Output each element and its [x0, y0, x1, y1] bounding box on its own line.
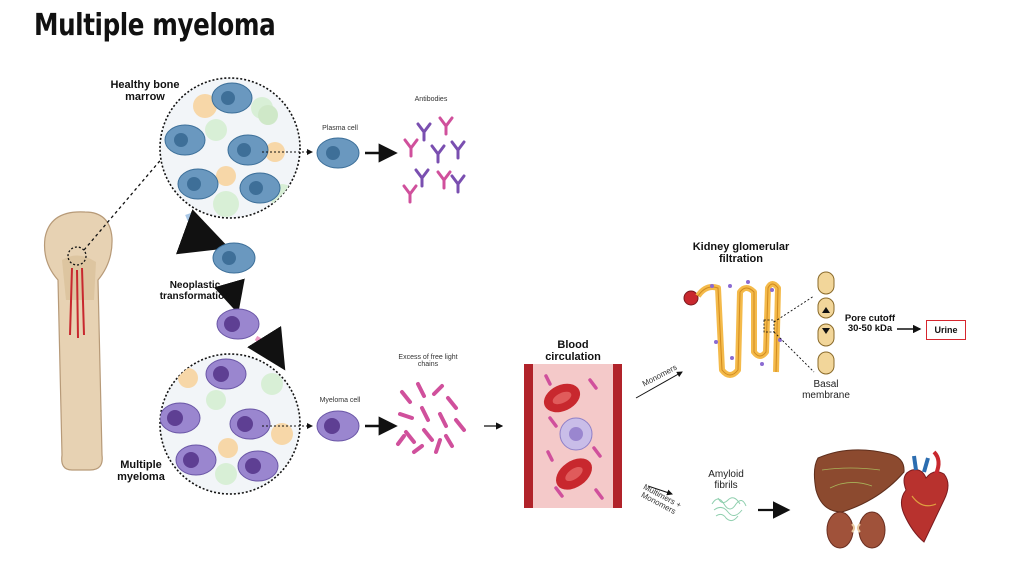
multiple-myeloma-label: Multiple myeloma — [117, 459, 165, 483]
myeloma-cell-label: Myeloma cell — [319, 397, 361, 404]
left-kidney-organ — [826, 511, 854, 549]
free-light-chains — [396, 382, 466, 454]
myeloma-marrow-circle — [159, 353, 301, 495]
blood-circulation-label: Blood circulation — [545, 339, 601, 363]
kidney-filtration-label: Kidney glomerular filtration — [692, 241, 790, 265]
plasma-cell-label: Plasma cell — [322, 125, 358, 132]
basal-membrane — [817, 271, 835, 375]
heart-organ — [900, 450, 949, 543]
right-kidney-organ — [858, 511, 886, 549]
neoplastic-transformation-label: Neoplastic transformation — [159, 280, 231, 302]
plasma-cell — [316, 137, 360, 169]
page-title: Multiple myeloma — [34, 8, 276, 43]
transformed-myeloma-cell — [216, 308, 260, 340]
basal-membrane-label: Basal membrane — [802, 379, 850, 401]
antibodies-cluster — [402, 116, 466, 204]
liver-organ — [813, 449, 905, 513]
nephron — [683, 280, 782, 378]
blood-vessel — [524, 364, 622, 508]
free-light-chains-label: Excess of free light chains — [398, 354, 458, 369]
antibodies-label: Antibodies — [414, 96, 448, 103]
femur-bone — [43, 211, 113, 471]
zoom-circle — [67, 246, 87, 266]
myeloma-cell — [316, 410, 360, 442]
transforming-plasma-cell — [212, 242, 256, 274]
amyloid-fibrils-label: Amyloid fibrils — [708, 469, 744, 491]
healthy-bone-marrow-label: Healthy bone marrow — [110, 79, 180, 103]
amyloid-fibrils — [711, 497, 747, 522]
urine-box: Urine — [926, 320, 966, 340]
pore-cutoff-label: Pore cutoff 30-50 kDa — [844, 313, 896, 334]
